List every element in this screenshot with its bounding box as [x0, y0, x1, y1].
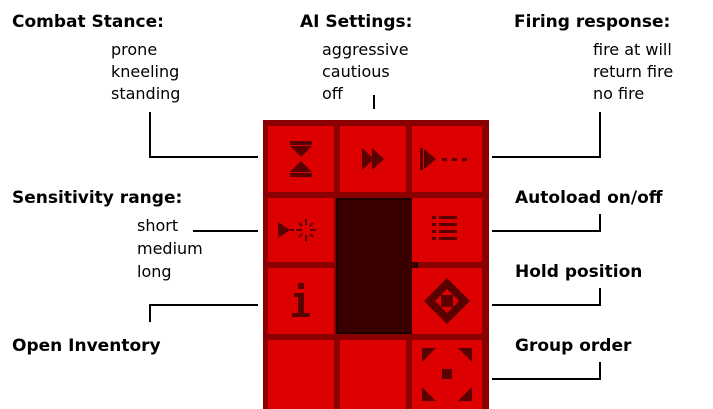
info-icon: [292, 283, 310, 317]
ai-settings-option-aggressive: aggressive: [322, 40, 409, 59]
ai-settings-button[interactable]: [340, 126, 406, 192]
firing-response-leader-vertical: [599, 112, 601, 158]
open-inventory-button[interactable]: [268, 268, 334, 334]
firing-response-option-no-fire: no fire: [593, 84, 645, 103]
ai-settings-heading: AI Settings:: [300, 12, 413, 32]
combat-stance-button[interactable]: [268, 126, 334, 192]
autoload-leader-horizontal: [492, 230, 601, 232]
firing-response-leader-horizontal: [492, 156, 601, 158]
hold-position-leader-horizontal: [492, 304, 601, 306]
empty-slot-left[interactable]: [268, 340, 334, 409]
double-arrow-icon: [362, 148, 384, 170]
firing-response-option-return-fire: return fire: [593, 62, 674, 81]
firing-response-heading: Firing response:: [514, 12, 671, 32]
hold-position-heading: Hold position: [515, 262, 643, 282]
group-order-button[interactable]: [412, 340, 482, 409]
open-inventory-leader-horizontal: [149, 304, 258, 306]
diamond-stop-icon: [424, 278, 470, 324]
command-panel: [263, 120, 489, 409]
sensitivity-range-heading: Sensitivity range:: [12, 188, 183, 208]
ai-settings-option-cautious: cautious: [322, 62, 390, 81]
firing-response-button[interactable]: [412, 126, 482, 192]
combat-stance-option-standing: standing: [111, 84, 181, 103]
hold-position-button[interactable]: [412, 268, 482, 334]
empty-slot-middle[interactable]: [340, 340, 406, 409]
converge-arrows-icon: [422, 348, 472, 401]
combat-stance-option-prone: prone: [111, 40, 158, 59]
ammo-clip-icon: [432, 216, 457, 240]
sensor-burst-icon: [278, 219, 316, 241]
open-inventory-heading: Open Inventory: [12, 336, 161, 356]
sensitivity-range-leader: [193, 230, 258, 232]
combat-stance-option-kneeling: kneeling: [111, 62, 180, 81]
sensitivity-range-button[interactable]: [268, 198, 334, 262]
ai-settings-leader: [373, 95, 375, 109]
sensitivity-range-option-short: short: [137, 216, 179, 235]
autoload-leader-vertical: [599, 214, 601, 232]
stance-hourglass-icon: [290, 141, 312, 177]
hold-position-leader-vertical: [599, 288, 601, 306]
ai-settings-option-off: off: [322, 84, 343, 103]
firing-response-option-fire-at-will: fire at will: [593, 40, 672, 59]
group-order-heading: Group order: [515, 336, 632, 356]
open-inventory-leader-vertical: [149, 304, 151, 322]
group-order-leader-horizontal: [492, 378, 601, 380]
sensitivity-range-option-long: long: [137, 262, 172, 281]
combat-stance-leader-vertical: [149, 112, 151, 158]
group-order-leader-vertical: [599, 362, 601, 380]
fire-dash-arrow-icon: [420, 148, 467, 170]
combat-stance-leader-horizontal: [149, 156, 258, 158]
status-screen: [336, 198, 418, 334]
autoload-button[interactable]: [412, 198, 482, 262]
sensitivity-range-option-medium: medium: [137, 239, 203, 258]
combat-stance-heading: Combat Stance:: [12, 12, 164, 32]
autoload-heading: Autoload on/off: [515, 188, 663, 208]
